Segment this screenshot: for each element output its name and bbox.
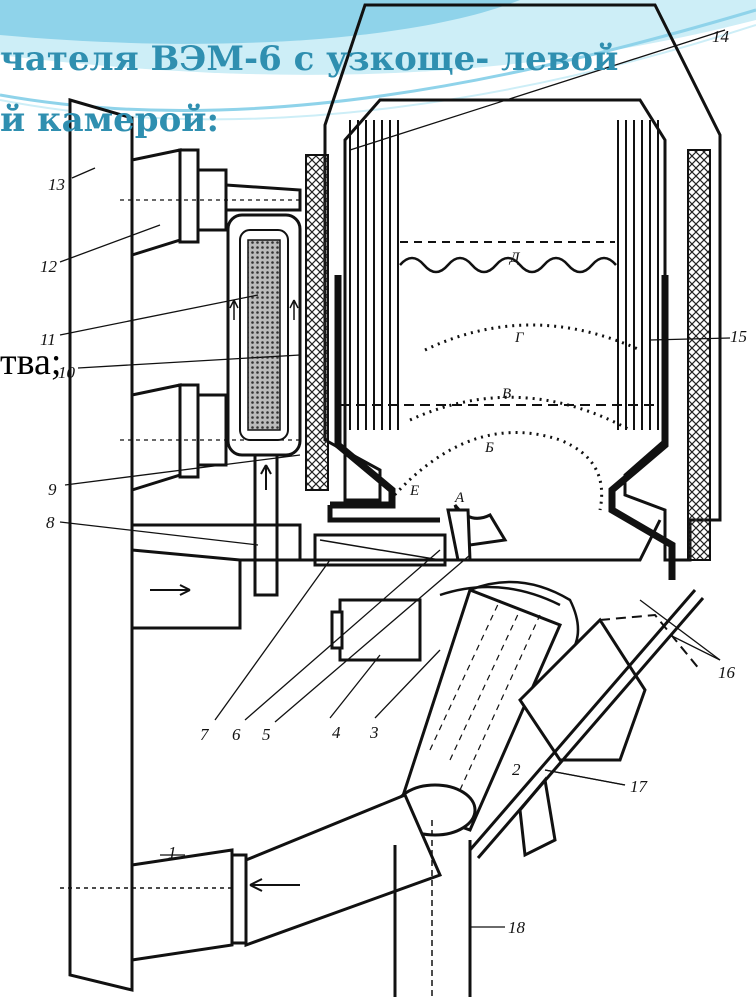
callout-6: 6 xyxy=(232,725,241,744)
zone-letter-d: Д xyxy=(508,250,521,266)
header-waves xyxy=(0,0,756,121)
magnet-coil xyxy=(226,213,302,457)
body-text-fragment: тва; xyxy=(0,341,62,383)
zone-labels: А Б В Г Д Е xyxy=(409,250,525,506)
diagonal-rod xyxy=(468,589,705,859)
callout-13: 13 xyxy=(48,175,65,194)
axis-lines xyxy=(120,199,300,441)
side-box xyxy=(330,598,422,662)
slide-title-line1: чателя ВЭМ-6 с узкоще- левой xyxy=(0,39,619,79)
callout-labels: 14 13 12 11 10 9 8 15 7 6 5 4 3 16 2 17 … xyxy=(40,27,747,937)
zone-letter-a: А xyxy=(454,490,465,506)
zone-letter-b: Б xyxy=(484,440,494,456)
outlet-pipe xyxy=(393,820,472,997)
nozzle-block xyxy=(313,504,508,567)
callout-15: 15 xyxy=(730,327,747,346)
callout-14: 14 xyxy=(712,27,730,46)
callout-7: 7 xyxy=(200,725,210,744)
chamber-shell xyxy=(323,3,722,562)
zone-letter-e: Е xyxy=(409,483,419,499)
zone-letter-v: В xyxy=(502,386,511,402)
callout-12: 12 xyxy=(40,257,58,276)
callout-8: 8 xyxy=(46,513,55,532)
callout-18: 18 xyxy=(508,918,526,937)
inlet-pipe xyxy=(60,793,443,962)
callout-9: 9 xyxy=(48,480,57,499)
leader-lines xyxy=(59,29,731,928)
callout-17: 17 xyxy=(630,777,649,796)
callout-11: 11 xyxy=(40,330,56,349)
wall-plate xyxy=(68,98,134,992)
mid-bracket xyxy=(130,383,228,493)
callout-3: 3 xyxy=(369,723,379,742)
callout-10: 10 xyxy=(58,363,76,382)
callout-2: 2 xyxy=(512,760,521,779)
melt-levels xyxy=(340,241,660,511)
insulation-walls xyxy=(305,149,711,561)
zone-letter-g: Г xyxy=(514,330,525,346)
crucible-lining xyxy=(327,275,676,580)
flange-box xyxy=(518,613,701,858)
callout-4: 4 xyxy=(332,723,341,742)
callout-1: 1 xyxy=(168,843,177,862)
cooling-tubes xyxy=(349,120,659,430)
callout-5: 5 xyxy=(262,725,271,744)
base-body xyxy=(131,519,662,630)
slide-title-line2: й камерой: xyxy=(0,100,220,140)
callout-16: 16 xyxy=(718,663,736,682)
